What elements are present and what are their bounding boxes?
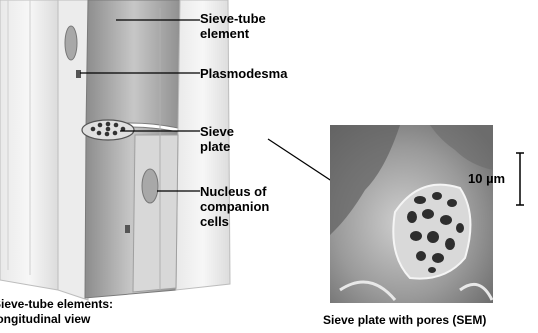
plasmodesma-mark-2 [125, 225, 130, 233]
scale-bar [516, 153, 524, 205]
label-sieve-tube-element: Sieve-tube element [200, 11, 266, 41]
sieve-tube-upper [86, 0, 182, 128]
caption-longitudinal-view: Sieve-tube elements: longitudinal view [0, 297, 113, 327]
label-plasmodesma: Plasmodesma [200, 66, 287, 81]
longitudinal-illustration [0, 0, 230, 300]
companion-nucleus-upper [65, 26, 77, 60]
label-nucleus-companion-cells: Nucleus of companion cells [200, 184, 269, 229]
plasmodesma-mark [76, 70, 81, 78]
label-scale: 10 µm [468, 171, 505, 186]
companion-cell-lower [133, 135, 178, 292]
companion-nucleus-lower [142, 169, 158, 203]
sem-image [330, 125, 493, 303]
label-sieve-plate: Sieve plate [200, 124, 234, 154]
caption-sem: Sieve plate with pores (SEM) [323, 313, 486, 328]
